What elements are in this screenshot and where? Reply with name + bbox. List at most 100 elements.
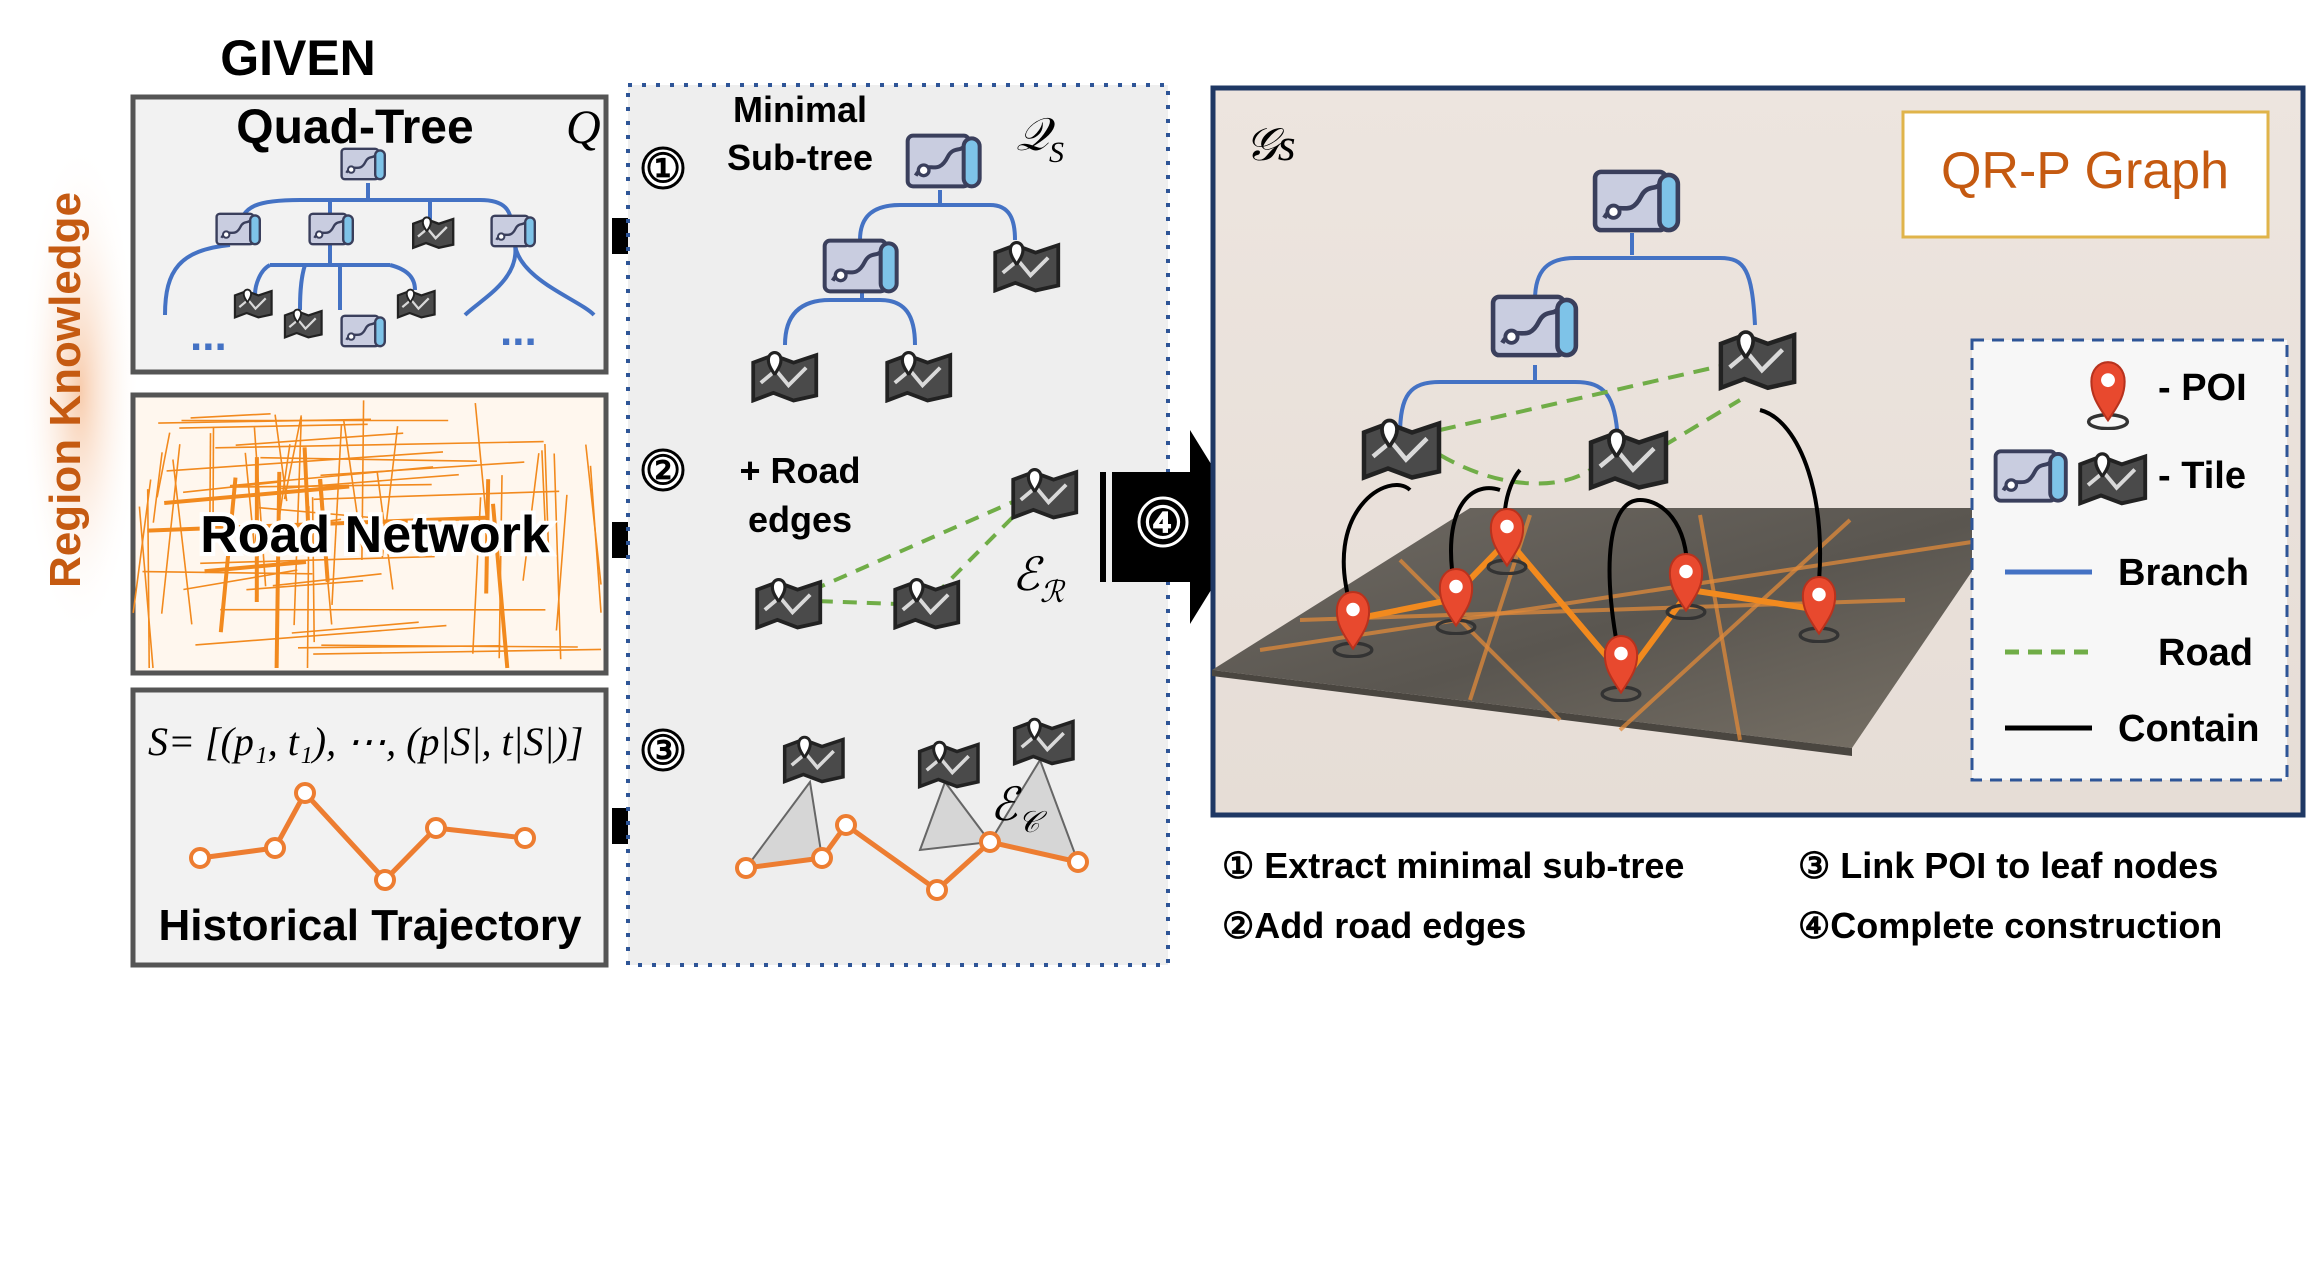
road-segment xyxy=(146,489,150,669)
step3-badge: ③ xyxy=(645,729,681,773)
quad-tree-tile-icon xyxy=(490,214,537,248)
road-segment xyxy=(498,475,503,659)
road-segment xyxy=(195,624,447,646)
road-segment xyxy=(522,453,540,581)
road-segment xyxy=(274,471,282,669)
road-segment xyxy=(589,465,602,613)
quad-tree-leaf-tile-icon xyxy=(396,288,436,319)
step2-group: ② + Road edges ℰℛ xyxy=(641,448,1079,630)
trajectory-points xyxy=(189,782,536,891)
road-segment xyxy=(297,645,501,649)
subtree-leaf-tile-icon xyxy=(885,350,953,403)
step2-line1: + Road xyxy=(739,450,860,491)
poi-road-links xyxy=(1349,535,1821,683)
road-segment xyxy=(302,447,310,522)
legend-contain-label: Contain xyxy=(2118,708,2259,750)
caption-step1: ① Extract minimal sub-tree xyxy=(1222,845,1684,886)
graph-road-edges xyxy=(1438,363,1742,486)
road-segment xyxy=(376,471,394,590)
legend: - POI - Tile Branch Road Contain xyxy=(1970,338,2289,782)
road-segment xyxy=(361,400,365,561)
road-segment xyxy=(218,477,238,633)
graph-contain-edges xyxy=(1341,408,1822,661)
step1-line1: Minimal xyxy=(733,89,867,130)
legend-tile-label: - Tile xyxy=(2158,455,2246,497)
road-leaf-tile-icon xyxy=(755,577,823,630)
caption-step3: ③ Link POI to leaf nodes xyxy=(1798,845,2218,886)
road-segment xyxy=(260,456,477,462)
graph-symbol: 𝒢s xyxy=(1245,119,1296,170)
road-segment xyxy=(253,427,267,587)
road-segment xyxy=(342,420,363,548)
subtree-tile-icon xyxy=(825,241,897,292)
step2-line2: edges xyxy=(748,499,852,540)
road-segment xyxy=(553,453,562,660)
step1-group: ① Minimal Sub-tree 𝒬S xyxy=(641,89,1064,403)
quad-tree-leaf-tile-icon xyxy=(411,216,455,250)
road-segment xyxy=(272,573,382,587)
road-segment xyxy=(273,444,291,555)
captions: ① Extract minimal sub-tree ②Add road edg… xyxy=(1222,845,2222,946)
step3-leaf-tile-icon xyxy=(782,735,845,784)
road-segment xyxy=(209,433,212,533)
road-segment xyxy=(147,515,489,533)
road-segment xyxy=(183,481,278,494)
caption-step4: ④Complete construction xyxy=(1798,905,2222,946)
road-segment xyxy=(313,490,560,501)
trajectory-formula: S= [(p₁, t₁), ⋯, (p|S|, t|S|)] xyxy=(148,719,583,764)
graph-title: QR-P Graph xyxy=(1941,142,2229,200)
step3-leaf-tile-icon xyxy=(1012,717,1075,766)
road-segment xyxy=(152,452,163,523)
step2-badge-ring xyxy=(641,448,685,492)
quad-tree-title: Quad-Tree xyxy=(236,101,473,154)
step1-badge-ring xyxy=(641,146,685,190)
steps-panel xyxy=(626,83,1170,967)
graph-leaf-tile-icon xyxy=(1364,421,1439,478)
quad-tree-panel: Quad-Tree Q ... ... xyxy=(130,94,609,375)
subtree-leaf-tile-icon xyxy=(993,240,1061,293)
contain-cones xyxy=(743,757,1080,870)
legend-branch-label: Branch xyxy=(2118,552,2249,594)
step3-points xyxy=(735,814,1089,901)
road-segment xyxy=(331,425,343,605)
legend-road-label: Road xyxy=(2158,632,2253,674)
quad-tree-ellipsis: ... xyxy=(190,311,227,360)
graph-panel: 𝒢s QR-P Graph xyxy=(1210,85,2306,818)
graph-tile-icon xyxy=(1493,297,1576,355)
road-segment xyxy=(215,440,544,449)
road-segment xyxy=(179,423,368,429)
road-segment xyxy=(306,506,310,669)
quad-tree-tile-icon xyxy=(308,212,355,246)
graph-title-box xyxy=(1901,110,2270,239)
road-segment xyxy=(291,621,419,634)
road-leaf-tile-icon xyxy=(893,577,961,630)
subtree-root-tile-icon xyxy=(908,136,980,187)
road-segment xyxy=(313,648,602,655)
quad-tree-leaf-tile-icon xyxy=(283,308,323,339)
step4-badge: ④ xyxy=(1143,499,1182,548)
legend-tile-icon-b xyxy=(2078,451,2148,506)
road-segment xyxy=(293,417,303,626)
side-label-glow xyxy=(20,140,140,640)
road-segment xyxy=(158,418,372,424)
quad-tree-ellipsis: ... xyxy=(500,306,537,355)
graph-branches xyxy=(1398,233,1757,441)
road-leaf-tile-icon xyxy=(1011,467,1079,520)
road-segment xyxy=(229,483,432,488)
road-network-title: Road Network xyxy=(200,506,550,564)
caption-step2: ②Add road edges xyxy=(1222,905,1526,946)
legend-tile-icon-a xyxy=(1993,449,2068,503)
road-segment xyxy=(283,415,303,500)
step1-line2: Sub-tree xyxy=(727,137,873,178)
road-segment xyxy=(317,479,333,625)
road-segment xyxy=(160,444,181,614)
trajectory-title: Historical Trajectory xyxy=(158,901,582,950)
quad-tree-tile-icon xyxy=(340,314,387,348)
quad-tree-root-tile-icon xyxy=(340,147,387,181)
road-segment xyxy=(484,479,491,594)
road-segment xyxy=(246,579,364,591)
graph-leaf-tile-icon xyxy=(1721,332,1794,388)
step3-group: ③ ℰ𝒞 xyxy=(641,717,1089,901)
step2-badge: ② xyxy=(645,449,681,493)
road-segment xyxy=(555,494,568,631)
